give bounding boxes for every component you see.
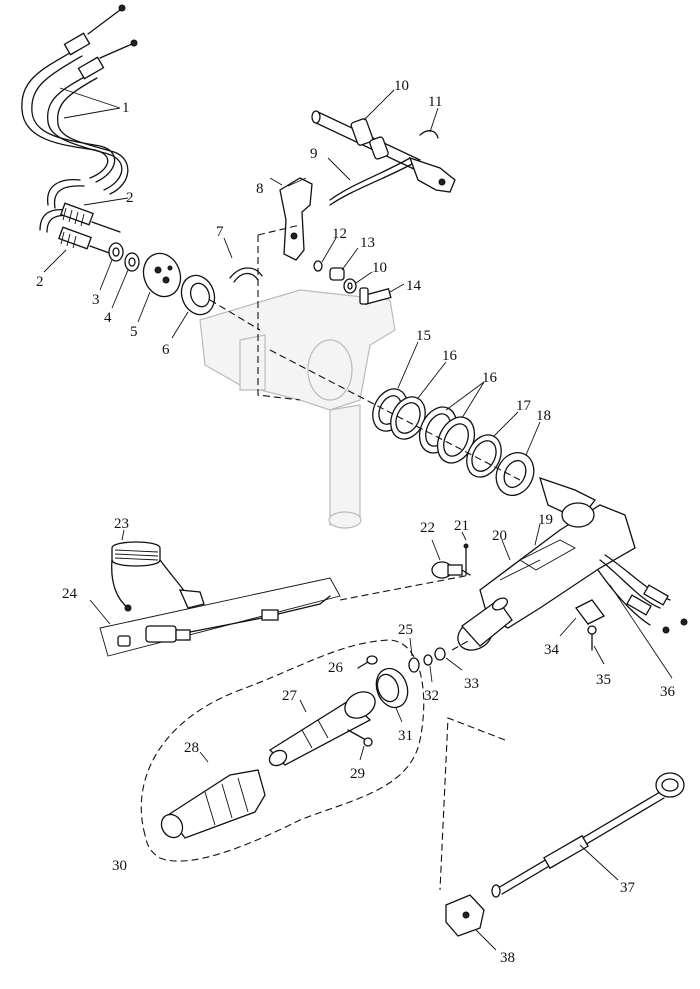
assembly-axis-line <box>269 349 521 481</box>
callout-4: 4 <box>104 310 112 326</box>
part-34-35-plate-screw <box>559 599 605 665</box>
throttle-linkage-path <box>439 717 506 891</box>
callout-6: 6 <box>162 342 170 358</box>
callout-37: 37 <box>620 880 636 896</box>
part-31-collar <box>375 667 409 723</box>
callout-25: 25 <box>398 622 413 638</box>
part-16-washer-b <box>466 411 519 478</box>
callout-29: 29 <box>350 766 365 782</box>
callout-labels: 1 2 2 3 4 5 6 7 8 9 10 10 11 12 13 14 15… <box>36 78 676 966</box>
callout-14: 14 <box>406 278 422 294</box>
callout-9: 9 <box>310 146 318 162</box>
callout-5: 5 <box>130 324 138 340</box>
part-9-10-11-shift-shaft <box>311 89 456 206</box>
part-25-32-33-washers <box>408 637 471 683</box>
callout-16b: 17 <box>516 398 532 414</box>
part-30-grip-group-boundary <box>140 639 425 862</box>
callout-8: 8 <box>256 181 264 197</box>
callout-38: 38 <box>500 950 515 966</box>
callout-17: 16 <box>482 370 498 386</box>
callout-13: 13 <box>360 235 375 251</box>
callout-21: 21 <box>454 518 469 534</box>
callout-10a: 10 <box>394 78 409 94</box>
callout-33: 33 <box>464 676 479 692</box>
callout-22: 22 <box>420 520 435 536</box>
part-21-22-stop-switch <box>339 531 471 601</box>
callout-36: 36 <box>660 684 676 700</box>
callout-12: 12 <box>332 226 347 242</box>
part-1-control-cables <box>21 4 138 195</box>
callout-1: 1 <box>122 100 130 116</box>
callout-15: 15 <box>416 328 431 344</box>
callout-16a: 16 <box>442 348 458 364</box>
part-6-ring <box>171 274 261 339</box>
part-27-throttle-shaft <box>268 691 376 767</box>
part-3-4-nuts <box>99 242 140 309</box>
ghost-swivel-bracket <box>199 289 396 529</box>
part-29-screw <box>347 729 373 761</box>
callout-3: 3 <box>92 292 100 308</box>
part-37-throttle-rod <box>491 772 685 898</box>
callout-24: 24 <box>62 586 78 602</box>
part-23-lanyard-coil <box>111 529 205 612</box>
callout-19: 19 <box>538 512 553 528</box>
part-12-13-14-fasteners <box>313 237 405 305</box>
callout-7: 7 <box>216 224 224 240</box>
callout-2b: 2 <box>36 274 44 290</box>
part-2-cable-ends <box>39 179 129 273</box>
callout-28: 28 <box>184 740 199 756</box>
callout-20: 20 <box>492 528 507 544</box>
part-5-grommet <box>137 252 182 323</box>
callout-18: 18 <box>536 408 551 424</box>
callout-35: 35 <box>596 672 611 688</box>
callout-2a: 2 <box>126 190 134 206</box>
callout-10b: 10 <box>372 260 387 276</box>
part-24-stop-switch-kit <box>89 577 341 657</box>
callout-34: 34 <box>544 642 560 658</box>
callout-27: 27 <box>282 688 298 704</box>
part-16-washer-a <box>390 361 447 440</box>
callout-26: 26 <box>328 660 344 676</box>
part-28-twist-grip <box>160 751 266 839</box>
callout-32: 32 <box>424 688 439 704</box>
callout-11: 11 <box>428 94 442 110</box>
part-38-pivot-block <box>445 894 497 951</box>
part-26-screw <box>357 655 378 669</box>
part-8-shift-lever <box>257 177 313 401</box>
callout-30: 30 <box>112 858 127 874</box>
callout-31: 31 <box>398 728 413 744</box>
callout-23: 23 <box>114 516 129 532</box>
part-18-bushing <box>495 421 541 496</box>
part-36-tiller-cables <box>597 554 688 679</box>
part-7-clip <box>223 237 263 283</box>
